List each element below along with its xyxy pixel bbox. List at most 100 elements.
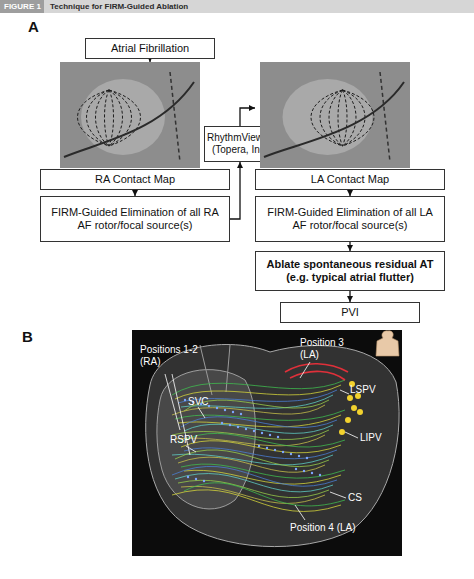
electrode-dot <box>311 472 313 474</box>
anatomy-label: CS <box>348 492 362 504</box>
leader-line <box>295 505 305 520</box>
leader-line <box>198 407 205 418</box>
electrode-dot <box>224 409 226 411</box>
basket-spline <box>311 90 343 146</box>
electrode-dot <box>303 470 305 472</box>
box-text: FIRM-Guided Elimination of all LA AF rot… <box>261 206 439 232</box>
fluoroscopy-image <box>40 62 230 170</box>
panel-letter: B <box>22 328 33 345</box>
torso-icon <box>376 331 399 356</box>
basket-spline <box>96 90 110 146</box>
box-text: Atrial Fibrillation <box>111 42 189 55</box>
basket-spline <box>105 90 110 146</box>
electrode-dot <box>266 447 268 449</box>
electrode-dot <box>253 430 255 432</box>
catheter-spline <box>172 490 341 512</box>
catheter-spline <box>181 486 325 503</box>
basket-spline <box>109 90 141 146</box>
electrode-dot <box>298 455 300 457</box>
electrode-dot <box>203 480 205 482</box>
electrode-dot <box>306 457 308 459</box>
fluoro-ground <box>60 62 200 168</box>
la-spline-red <box>285 364 348 380</box>
catheter-spline <box>172 454 333 465</box>
map-panel: LA Contact Map <box>255 62 445 190</box>
basket-spline <box>343 90 348 146</box>
catheter-spline <box>184 483 345 506</box>
ra-shell <box>157 370 256 509</box>
flow-arrow <box>349 242 350 251</box>
electrode-dot <box>274 449 276 451</box>
catheter-spline <box>178 433 345 447</box>
electrode-dot <box>319 474 321 476</box>
box-text: Ablate spontaneous residual AT (e.g. typ… <box>261 258 439 284</box>
electrode-dot <box>195 478 197 480</box>
basket-spline <box>338 90 343 146</box>
electrode-dot <box>282 451 284 453</box>
process-box: FIRM-Guided Elimination of all RA AF rot… <box>40 196 230 242</box>
flow-arrow <box>349 291 350 302</box>
catheter-spline <box>184 470 341 484</box>
leader-line <box>300 362 310 378</box>
ablation-dot <box>339 429 345 435</box>
box-text: RA Contact Map <box>40 169 230 190</box>
svc-outline <box>200 345 230 395</box>
process-box: Ablate spontaneous residual AT (e.g. typ… <box>255 251 445 291</box>
flow-arrow <box>240 108 255 126</box>
process-box: FIRM-Guided Elimination of all LA AF rot… <box>255 196 445 242</box>
map-ground <box>132 330 402 556</box>
catheter <box>64 82 194 157</box>
electrode-dot <box>245 428 247 430</box>
figure-tag <box>0 0 44 13</box>
electrode-dot <box>216 407 218 409</box>
catheter-spline <box>181 441 341 453</box>
electrode-dot <box>261 432 263 434</box>
electroanatomic-map <box>146 331 399 547</box>
heart-shadow <box>81 79 165 155</box>
figure-title: Technique for FIRM-Guided Ablation <box>50 2 188 11</box>
ablation-dot <box>345 417 351 423</box>
electrode-dot <box>184 399 186 401</box>
electrode-dot <box>221 422 223 424</box>
catheter-spline <box>181 417 337 428</box>
leader-line <box>186 446 196 452</box>
basket-spline <box>109 90 114 146</box>
basket-spline <box>343 90 357 146</box>
ablation-dot <box>357 409 363 415</box>
electrode-dot <box>229 424 231 426</box>
electrode-dot <box>277 436 279 438</box>
catheter-spline <box>184 424 333 433</box>
electrode-dot <box>290 453 292 455</box>
ablation-dot <box>347 395 353 401</box>
position-label: Positions 1-2 (RA) <box>140 344 202 367</box>
heart-shadow <box>283 79 373 155</box>
process-box: PVI <box>280 302 420 323</box>
cs-catheter <box>170 72 180 162</box>
catheter-spline <box>175 435 325 446</box>
basket-spline <box>329 90 343 146</box>
figure-number: FIGURE 1 <box>4 2 41 11</box>
catheter-spline <box>178 480 329 497</box>
flow-arrow <box>230 162 240 219</box>
fluoro-ground <box>260 62 410 168</box>
electrode-dot <box>187 476 189 478</box>
map-panel: RA Contact Map <box>40 62 230 190</box>
panel-letter: A <box>28 18 39 35</box>
leader-line <box>345 432 358 438</box>
cs-catheter <box>380 72 390 162</box>
anatomy-label: LSPV <box>350 384 376 396</box>
anatomy-label: RSPV <box>170 434 197 446</box>
electrode-dot <box>269 434 271 436</box>
electrode-dot <box>258 445 260 447</box>
box-text: LA Contact Map <box>255 169 445 190</box>
fluoroscopy-image <box>255 62 445 170</box>
catheter-spline <box>175 474 333 492</box>
box-text: PVI <box>341 306 359 319</box>
position-label: Position 3 (LA) <box>300 337 358 360</box>
header-band <box>0 0 474 13</box>
basket-spline <box>343 90 375 146</box>
position-label: Position 4 (LA) <box>290 522 356 534</box>
anatomy-label: SVC <box>188 396 209 408</box>
electrode-dot <box>237 426 239 428</box>
electrode-dot <box>295 468 297 470</box>
